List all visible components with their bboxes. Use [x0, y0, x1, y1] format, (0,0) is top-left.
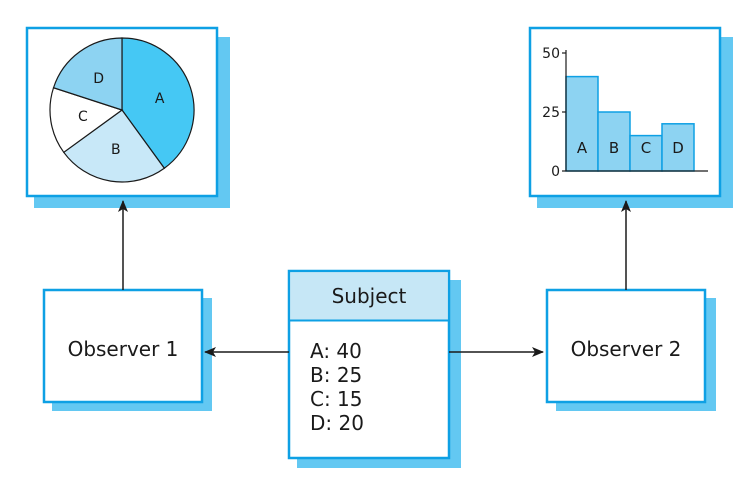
bar-a	[565, 75, 599, 172]
pie-slice-c	[49, 86, 124, 154]
bar-label-b: B	[609, 139, 619, 157]
pie-label-d: D	[93, 71, 104, 87]
subject-value-d: D: 20	[310, 411, 364, 435]
pie-slice-d	[52, 37, 123, 111]
subject-value-b: B: 25	[310, 363, 362, 387]
pie-label-c: C	[78, 109, 88, 125]
bar-chart-panel: A B C D 0 25 50	[528, 26, 733, 208]
bar-d	[661, 123, 695, 172]
pie-slice-b	[62, 109, 166, 183]
observer-2-box: Observer 2	[545, 288, 716, 411]
subject-header	[290, 272, 448, 321]
bar-chart: A B C D 0 25 50	[542, 46, 708, 180]
subject-title: Subject	[332, 284, 407, 308]
pie-label-a: A	[155, 91, 165, 107]
y-tick-label-0: 0	[551, 164, 560, 180]
pie-chart: A B C D	[49, 37, 195, 183]
bar-b	[597, 111, 631, 172]
subject-value-a: A: 40	[310, 339, 362, 363]
subject-box: Subject A: 40 B: 25 C: 15 D: 20	[287, 269, 461, 468]
bar-label-c: C	[641, 139, 651, 157]
observer-1-label: Observer 1	[68, 337, 179, 361]
observer-2-label: Observer 2	[571, 337, 682, 361]
subject-value-c: C: 15	[310, 387, 363, 411]
bar-label-d: D	[672, 139, 684, 157]
bar-label-a: A	[577, 139, 588, 157]
pie-chart-panel: A B C D	[25, 26, 230, 208]
bar-c	[629, 134, 663, 172]
observer-1-box: Observer 1	[42, 288, 212, 411]
pie-slice-a	[121, 37, 195, 170]
y-tick-label-25: 25	[542, 105, 560, 121]
y-tick-label-50: 50	[542, 46, 560, 62]
pie-label-b: B	[111, 142, 121, 158]
